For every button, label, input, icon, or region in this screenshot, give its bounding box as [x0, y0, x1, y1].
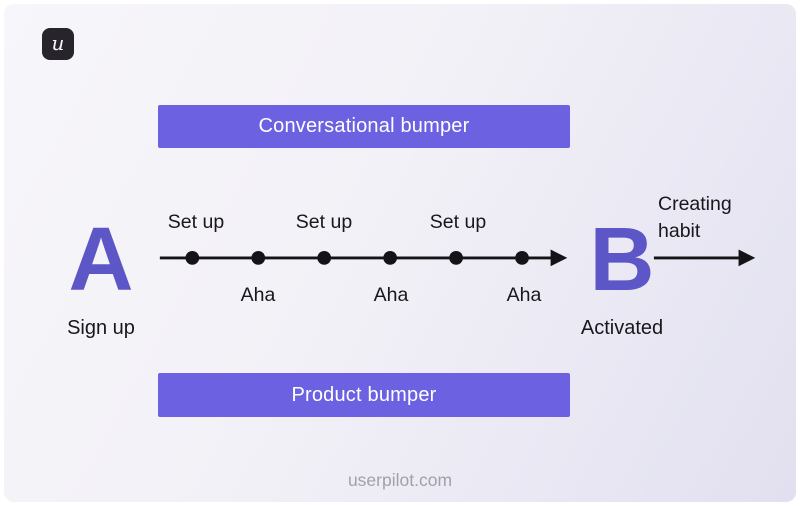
- milestone-label-aha-2: Aha: [373, 284, 409, 306]
- point-b-label: Activated: [580, 317, 664, 339]
- milestone-dot: [449, 251, 463, 265]
- milestone-label-setup-3: Set up: [429, 211, 487, 233]
- journey-arrows-layer: [159, 249, 756, 267]
- creating-habit-label: Creating habit: [658, 193, 732, 242]
- product-bumper-banner: Product bumper: [158, 373, 570, 417]
- diagram-background: u Conversational bumper A Sign up Set up…: [4, 4, 796, 502]
- userpilot-logo-glyph: u: [51, 31, 65, 55]
- milestone-label-aha-1: Aha: [240, 284, 276, 306]
- milestone-label-aha-3: Aha: [506, 284, 542, 306]
- conversational-bumper-banner: Conversational bumper: [158, 105, 570, 148]
- milestone-label-setup-1: Set up: [167, 211, 225, 233]
- milestone-dot: [185, 251, 200, 265]
- milestone-label-setup-2: Set up: [295, 211, 353, 233]
- point-a-letter: A: [68, 210, 134, 310]
- milestone-dot: [383, 251, 398, 265]
- point-b-letter: B: [589, 210, 655, 310]
- habit-arrowhead: [738, 249, 756, 267]
- userpilot-logo: u: [42, 28, 74, 60]
- milestone-dot: [317, 251, 332, 265]
- timeline-arrowhead: [550, 249, 568, 267]
- point-a-label: Sign up: [67, 317, 135, 339]
- milestone-dot: [251, 251, 266, 265]
- watermark-url: userpilot.com: [347, 470, 453, 490]
- milestone-dot: [515, 251, 529, 265]
